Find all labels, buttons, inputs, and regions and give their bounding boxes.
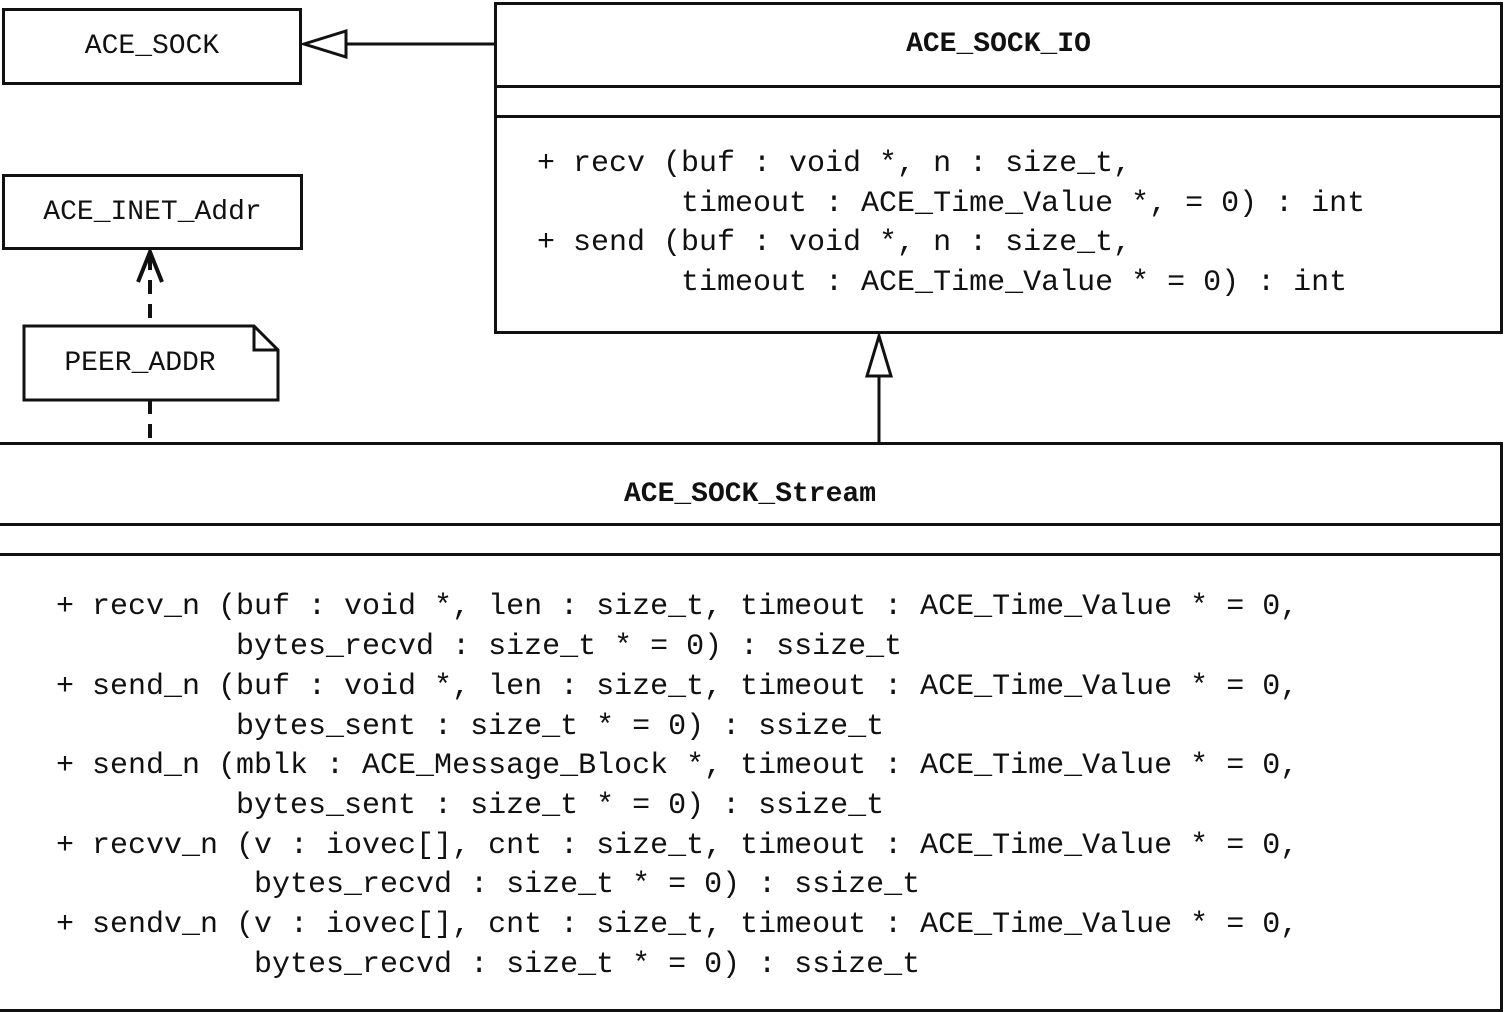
generalization-arrowhead-sock xyxy=(298,28,348,60)
operation-line: bytes_recvd : size_t * = 0) : ssize_t xyxy=(56,630,903,664)
class-ace-sock-io-divider-1 xyxy=(497,85,1500,88)
operation-line: + recvv_n (v : iovec[], cnt : size_t, ti… xyxy=(56,829,1299,863)
operation-line: + send_n (buf : void *, len : size_t, ti… xyxy=(56,670,1299,704)
note-peer-addr-text: PEER_ADDR xyxy=(64,347,216,379)
class-ace-sock-stream-divider-1 xyxy=(0,523,1500,526)
class-ace-sock-name: ACE_SOCK xyxy=(84,31,220,62)
class-ace-sock-io-name: ACE_SOCK_IO xyxy=(906,29,1091,60)
class-ace-sock-stream-divider-2 xyxy=(0,553,1500,556)
note-fold xyxy=(252,326,278,352)
class-ace-inet-addr: ACE_INET_Addr xyxy=(2,174,303,250)
generalization-arrowhead-sock-io xyxy=(864,330,894,378)
operation-line: + send_n (mblk : ACE_Message_Block *, ti… xyxy=(56,749,1299,783)
class-ace-sock-io: ACE_SOCK_IO + recv (buf : void *, n : si… xyxy=(494,2,1503,334)
operation-line: + send (buf : void *, n : size_t, xyxy=(537,226,1132,260)
note-peer-addr: PEER_ADDR xyxy=(24,326,256,400)
operation-line: bytes_recvd : size_t * = 0) : ssize_t xyxy=(56,948,921,982)
class-ace-inet-addr-name: ACE_INET_Addr xyxy=(43,196,262,228)
operation-line: + sendv_n (v : iovec[], cnt : size_t, ti… xyxy=(56,908,1299,942)
class-ace-sock: ACE_SOCK xyxy=(2,8,302,85)
class-ace-sock-stream-name: ACE_SOCK_Stream xyxy=(623,479,877,510)
class-ace-sock-stream: ACE_SOCK_Stream + recv_n (buf : void *, … xyxy=(0,442,1503,1012)
dependency-arrowhead-inet-addr xyxy=(136,246,164,283)
operation-line: + recv_n (buf : void *, len : size_t, ti… xyxy=(56,590,1299,624)
class-ace-sock-io-divider-2 xyxy=(497,115,1500,118)
operation-line: bytes_recvd : size_t * = 0) : ssize_t xyxy=(56,868,921,902)
operation-line: timeout : ACE_Time_Value * = 0) : int xyxy=(537,266,1348,300)
operation-line: timeout : ACE_Time_Value *, = 0) : int xyxy=(537,187,1366,221)
operation-line: bytes_sent : size_t * = 0) : ssize_t xyxy=(56,710,885,744)
operation-line: + recv (buf : void *, n : size_t, xyxy=(537,147,1132,181)
note-shape xyxy=(22,324,280,402)
operation-line: bytes_sent : size_t * = 0) : ssize_t xyxy=(56,789,885,823)
